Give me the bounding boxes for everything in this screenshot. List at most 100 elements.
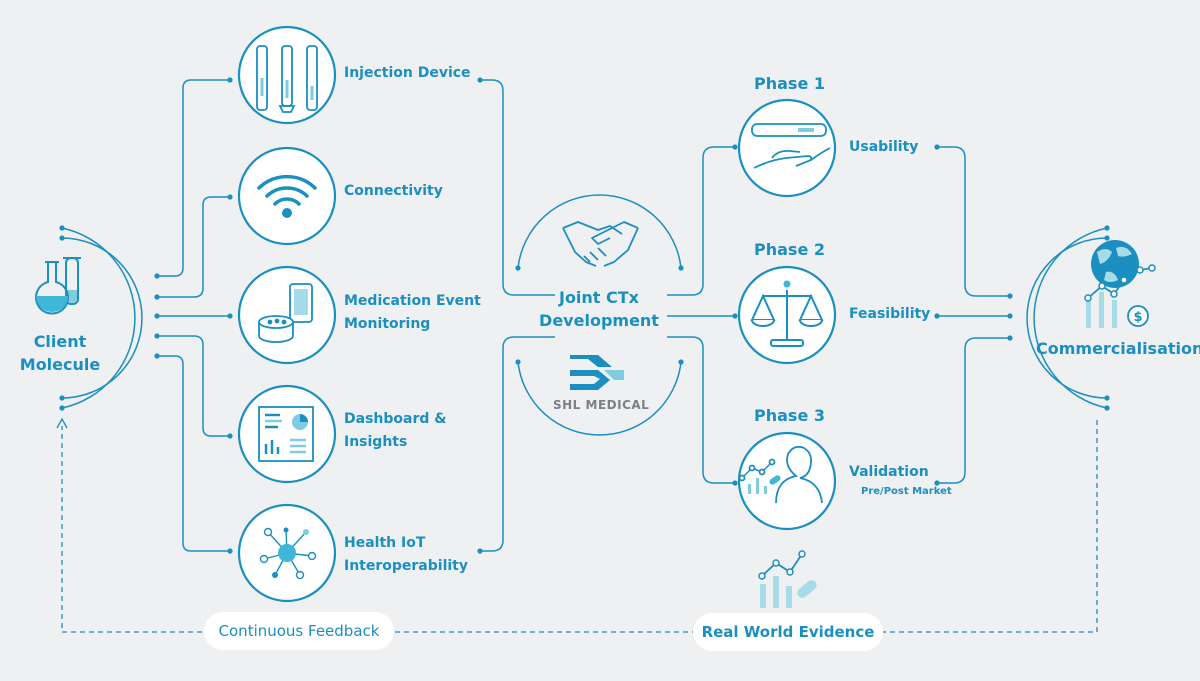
service-label-line: Monitoring (344, 316, 431, 332)
service-label-line: Insights (344, 434, 408, 450)
dashboard-icon (258, 406, 314, 462)
client-arc-dot (59, 405, 65, 411)
phase-dot (732, 144, 738, 150)
feedback-arrowhead (56, 417, 68, 429)
autoinjector-pens-icon (256, 45, 318, 113)
connector-phase1-commercial (937, 146, 1010, 297)
fanout-dot (154, 353, 160, 359)
connector-center-phase3 (667, 336, 735, 484)
service-label-line: Health IoT (344, 535, 426, 551)
center-dot (515, 265, 521, 271)
service-dot (227, 194, 233, 200)
center-label-line2: Development (539, 311, 659, 330)
center-dot (515, 359, 521, 365)
client-label-line1: Client (33, 332, 87, 351)
commercial-arc-dot (1104, 225, 1110, 231)
phase-sublabel-3: Pre/Post Market (861, 486, 952, 497)
center-top-arc (517, 194, 682, 269)
client-arc-dot (59, 235, 65, 241)
service-circle-dashboard (237, 384, 337, 484)
center-dot (678, 359, 684, 365)
shl-logo-icon (570, 355, 624, 390)
connector-injection-center (480, 79, 555, 296)
feedback-loop-dashed (61, 420, 1098, 633)
center-bottom-arc (517, 361, 682, 436)
pen-on-hand-icon (751, 123, 831, 169)
center-dot (678, 265, 684, 271)
service-label-iot: Health IoT Interoperability (344, 532, 468, 578)
connector-client-dashboard (157, 335, 230, 437)
commercial-arc-dot (1104, 405, 1110, 411)
handshake-icon (562, 221, 639, 267)
service-circle-injection (237, 25, 337, 125)
phase-title-3: Phase 3 (754, 406, 825, 425)
phase-label-2: Feasibility (849, 306, 931, 322)
phase-circle-3 (737, 431, 837, 531)
service-circle-connectivity (237, 146, 337, 246)
phase-out-dot (934, 144, 940, 150)
service-label-line: Connectivity (344, 183, 443, 199)
phase-title-1: Phase 1 (754, 74, 825, 93)
commercial-arc-dot (1104, 235, 1110, 241)
service-label-line: Interoperability (344, 558, 468, 574)
commercial-in-dot (1007, 293, 1013, 299)
phase-circle-1 (737, 98, 837, 198)
phase-label-1: Usability (849, 139, 919, 155)
fanout-dot (154, 273, 160, 279)
service-out-dot (477, 77, 483, 83)
patient-data-icon (738, 445, 823, 504)
commercial-inner-arc (1026, 237, 1108, 399)
svg-text:$: $ (1133, 310, 1142, 325)
service-label-dashboard: Dashboard & Insights (344, 408, 446, 454)
service-dot (227, 313, 233, 319)
continuous-feedback-pill: Continuous Feedback (204, 612, 394, 650)
center-label-line1: Joint CTx (558, 288, 639, 307)
commercial-in-dot (1007, 335, 1013, 341)
connector-client-injection (157, 79, 230, 277)
client-arc-dot (59, 395, 65, 401)
fanout-dot (154, 294, 160, 300)
client-label-line2: Molecule (19, 355, 101, 374)
commercial-arc-dot (1104, 395, 1110, 401)
flask-icon (35, 257, 81, 315)
connector-center-phase1 (667, 146, 735, 296)
globe-growth-icon: $ (1084, 240, 1156, 328)
fanout-dot (154, 333, 160, 339)
connector-phase3-commercial (937, 337, 1010, 484)
center-label: Joint CTx Development (529, 286, 669, 332)
service-label-line: Medication Event (344, 293, 481, 309)
smart-device-icon (258, 283, 313, 343)
service-label-injection: Injection Device (344, 62, 471, 85)
phase-out-dot (934, 480, 940, 486)
service-label-connectivity: Connectivity (344, 180, 443, 203)
scale-icon (750, 280, 824, 347)
phase-dot (732, 313, 738, 319)
service-circle-mem (237, 265, 337, 365)
real-world-evidence-pill: Real World Evidence (693, 613, 883, 651)
wifi-icon (257, 174, 317, 218)
service-out-dot (477, 548, 483, 554)
service-dot (227, 548, 233, 554)
service-label-line: Injection Device (344, 65, 471, 81)
rwe-chart-icon (758, 550, 817, 608)
network-node-icon (259, 527, 317, 580)
phase-label-3: Validation (849, 464, 929, 480)
service-dot (227, 77, 233, 83)
phase-out-dot (934, 313, 940, 319)
service-label-line: Dashboard & (344, 411, 447, 427)
service-label-mem: Medication Event Monitoring (344, 290, 481, 336)
connector-iot-center (480, 336, 555, 552)
commercial-in-dot (1007, 313, 1013, 319)
client-label: Client Molecule (12, 330, 108, 376)
commercial-label: Commercialisation (1036, 339, 1200, 358)
brand-name: SHL MEDICAL (553, 398, 650, 412)
connector-client-iot (157, 355, 230, 552)
client-outer-arc (61, 227, 136, 409)
client-inner-arc (61, 237, 143, 399)
fanout-dot (154, 313, 160, 319)
phase-title-2: Phase 2 (754, 240, 825, 259)
connector-client-connectivity (157, 196, 230, 298)
service-dot (227, 433, 233, 439)
client-arc-dot (59, 225, 65, 231)
